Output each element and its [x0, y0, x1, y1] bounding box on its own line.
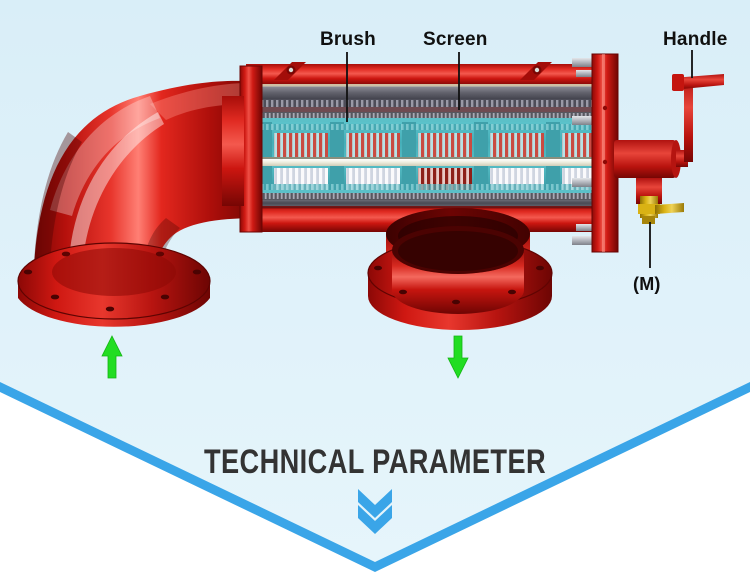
- inlet-flange-edge: [17, 242, 211, 320]
- drain-valve: [638, 196, 684, 224]
- brush-row-upper: [274, 133, 596, 157]
- drive-housing: [614, 140, 676, 178]
- body-left-endcap: [222, 65, 263, 233]
- crank-rod: [684, 78, 693, 162]
- callout-label-screen: Screen: [423, 29, 488, 50]
- handle-grip: [672, 74, 724, 90]
- screen-segment-posts: [258, 122, 560, 190]
- cutaway-interior: [258, 86, 598, 208]
- flange-plate-highlight: [602, 54, 605, 252]
- elbow-specular2: [70, 112, 164, 252]
- flow-arrow-inlet: [101, 335, 123, 379]
- valve-lever: [655, 203, 684, 214]
- outlet-branch: [367, 208, 553, 330]
- callout-label-motor: (M): [633, 274, 661, 294]
- filter-body: [222, 62, 600, 233]
- technical-parameter-title: TECHNICAL PARAMETER: [203, 443, 547, 481]
- callout-label-brush: Brush: [320, 29, 376, 50]
- screen-perf-top: [258, 124, 598, 130]
- cut-edge-top: [256, 84, 600, 87]
- valve-collar: [638, 204, 660, 214]
- left-stub: [222, 96, 244, 206]
- flow-arrow-outlet: [447, 335, 469, 379]
- chevron-1: [358, 489, 392, 518]
- outlet-flange-bolt-holes: [374, 265, 544, 305]
- outlet-tube-through: [392, 250, 524, 314]
- cut-edge-bottom: [256, 206, 600, 209]
- valve-outlet: [642, 216, 655, 224]
- banner-chevrons: [358, 489, 392, 534]
- inlet-flange-bolt-holes: [23, 251, 202, 312]
- elbow-top-highlight: [150, 82, 262, 120]
- handle-elbow: [672, 74, 684, 91]
- screen-perf-bottom: [258, 184, 598, 190]
- inlet-bore-shadow: [52, 248, 176, 296]
- drive-shaft: [258, 159, 598, 166]
- elbow-specular: [50, 96, 160, 216]
- end-flange-plate: [572, 53, 619, 253]
- callout-leaders: [346, 50, 693, 268]
- bottom-brush-bar: [258, 200, 598, 208]
- top-mesh-fine: [258, 112, 598, 118]
- chevron-2: [358, 505, 392, 534]
- callout-label-handle: Handle: [663, 29, 728, 50]
- outlet-flange-side: [368, 272, 552, 330]
- inlet-flange-side: [18, 280, 210, 327]
- body-top-strip: [246, 64, 598, 86]
- outlet-tube-mouth-in: [398, 231, 518, 271]
- top-mesh-strip: [258, 99, 598, 107]
- inlet-flange: [17, 242, 211, 327]
- top-brush-bar: [258, 86, 598, 99]
- bottom-mesh-fine: [258, 193, 598, 200]
- drive-assembly: [614, 74, 724, 204]
- lifting-lugs: [274, 62, 552, 80]
